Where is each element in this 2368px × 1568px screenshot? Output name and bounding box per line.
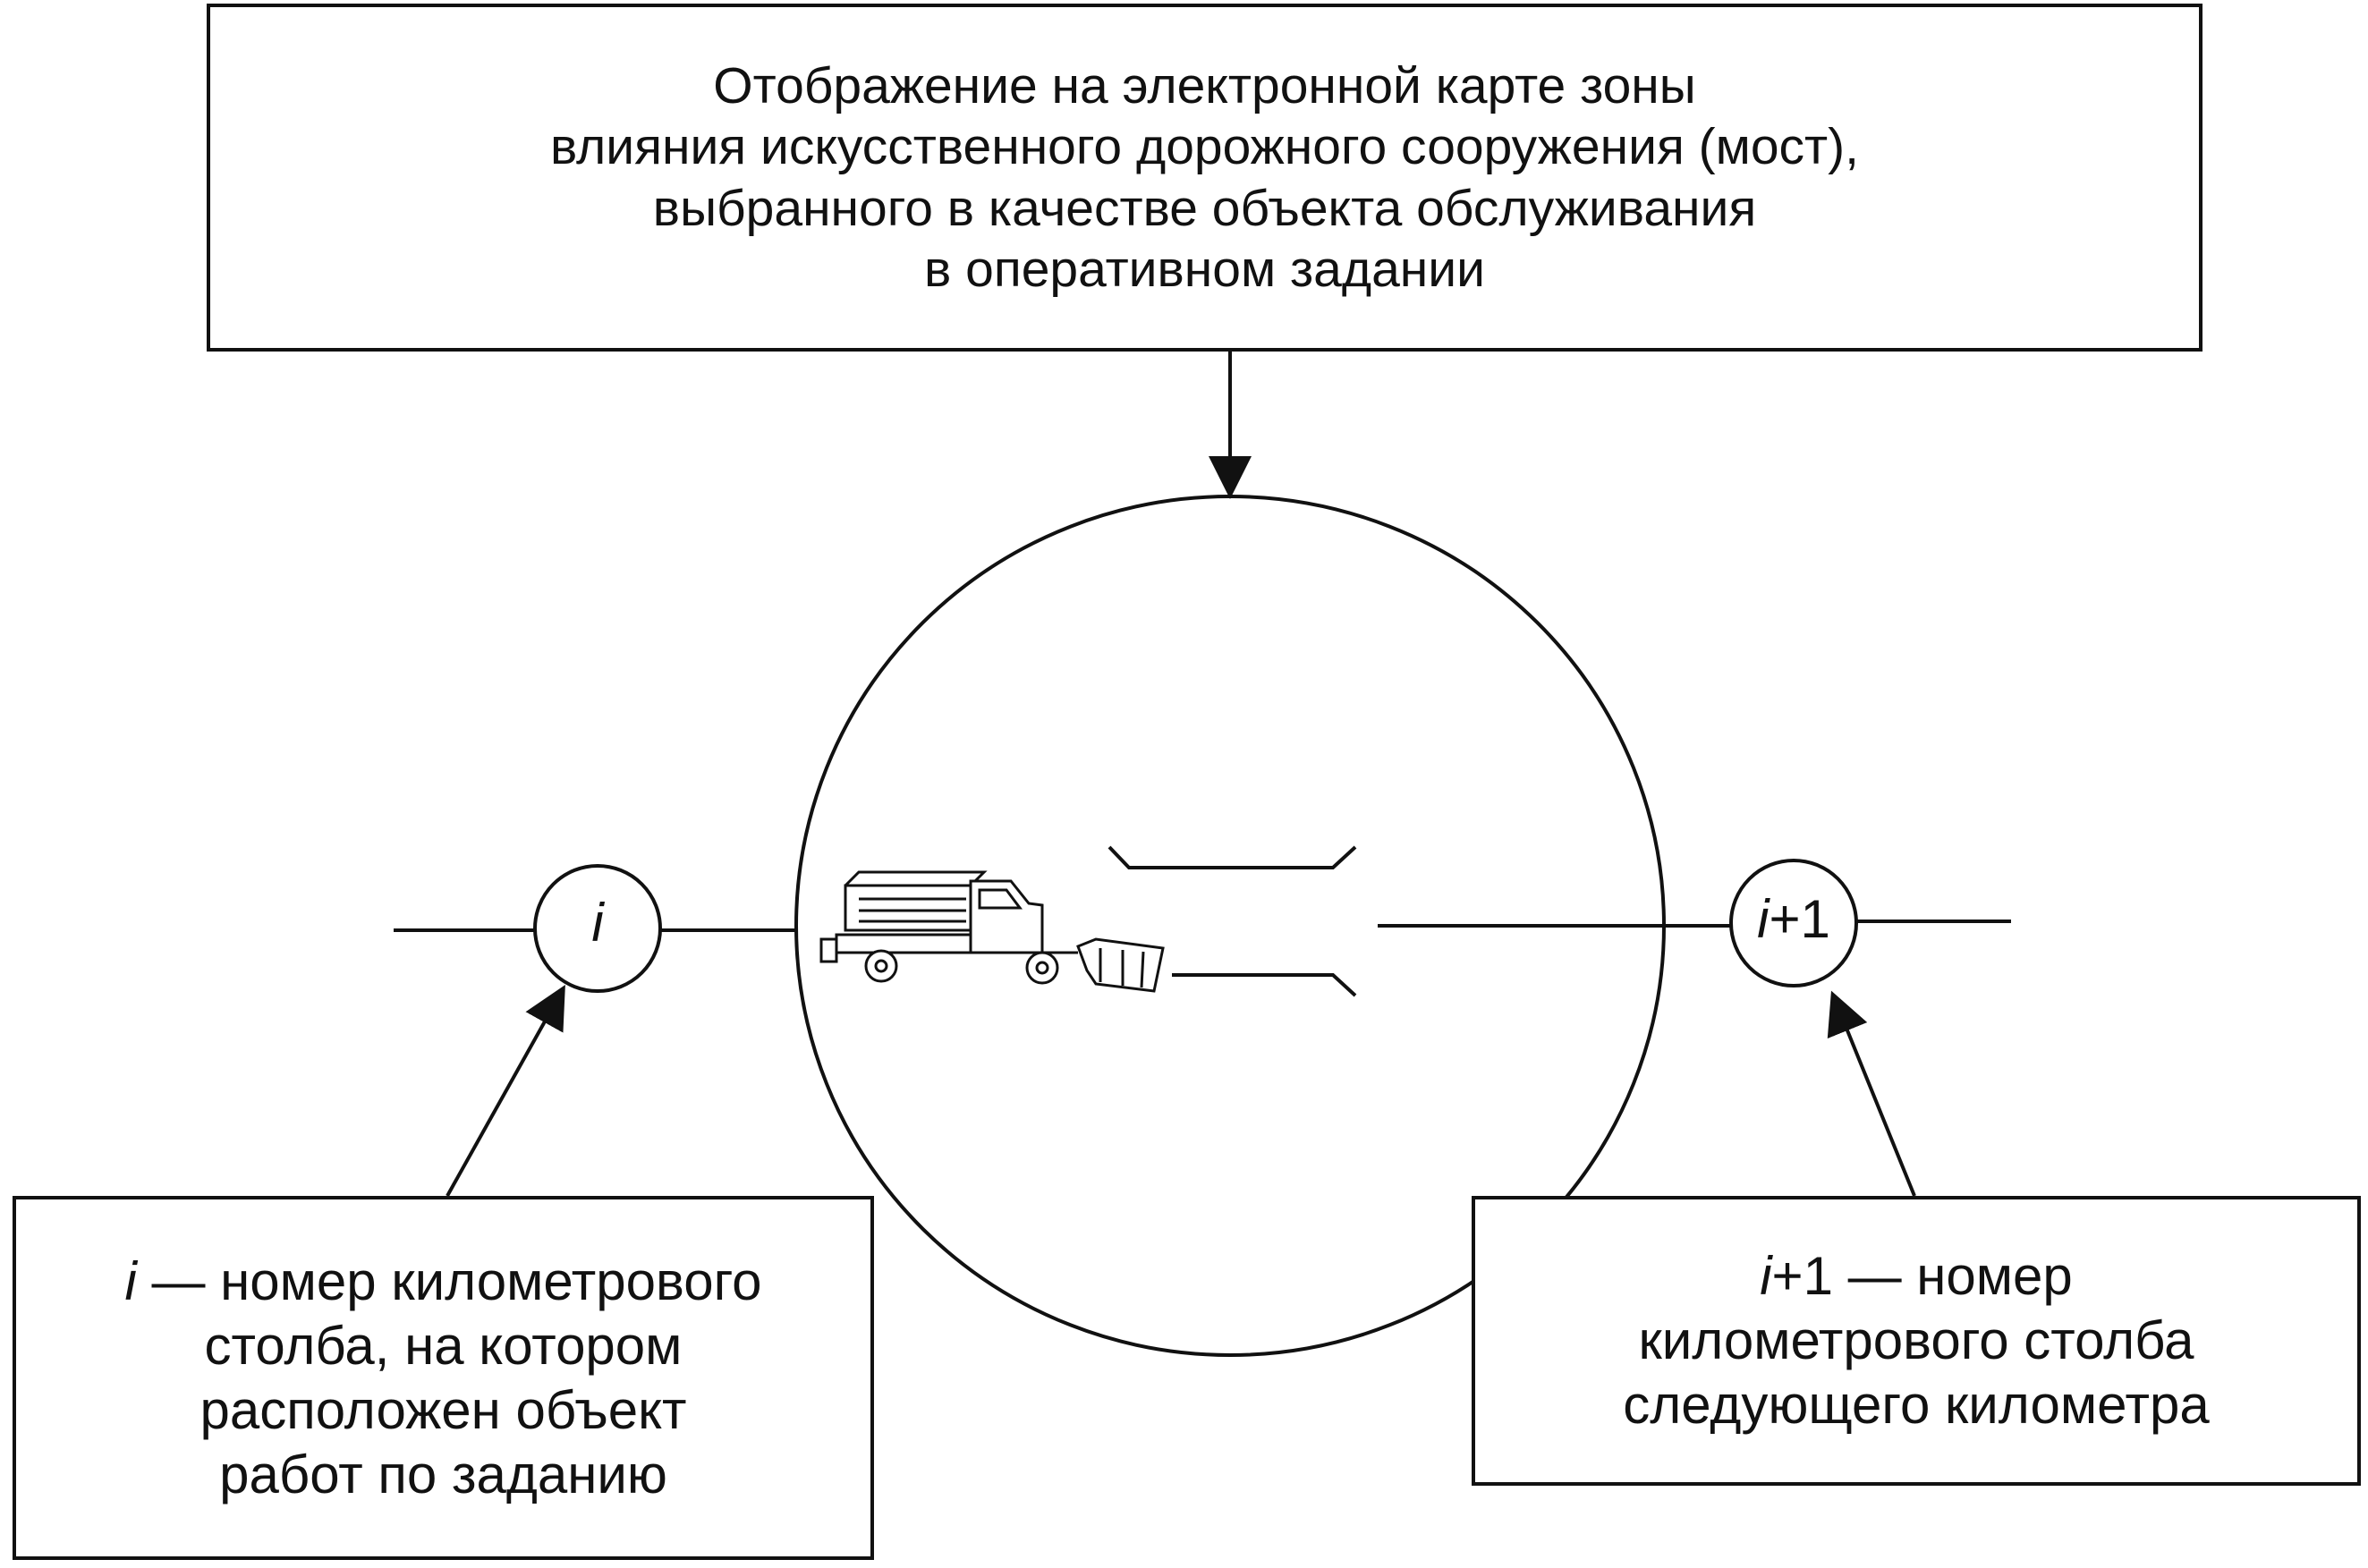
zone-description-line-4: в оперативном задании: [924, 240, 1485, 298]
zone-description-line-1: Отображение на электронной карте зоны: [713, 56, 1696, 114]
zone-description-line-3: выбранного в качестве объекта обслуживан…: [652, 179, 1757, 237]
km-post-i1-description-line-3: следующего километра: [1623, 1375, 2210, 1435]
km-post-i-var: i: [591, 893, 604, 953]
km-post-i1-description-line-1: i+1 — номер: [1760, 1244, 2073, 1309]
km-post-i1-description-line-2: километрового столба: [1638, 1310, 2194, 1370]
km-post-i1-suffix: +1: [1769, 889, 1830, 949]
km-post-i1-description-rest: +1 — номер: [1771, 1246, 2073, 1306]
snowplow-truck-icon: [819, 870, 1165, 993]
km-post-i1-label: i+1: [1757, 893, 1830, 946]
arrow-right-box-to-post-i1: [1827, 990, 1916, 1197]
bridge-icon: [1108, 845, 1357, 997]
km-post-i-description-box: i — номер километрового столба, на котор…: [13, 1196, 874, 1560]
km-post-i-description-rest: — номер километрового: [136, 1250, 762, 1311]
km-post-i-label: i: [591, 896, 603, 950]
zone-description-box: Отображение на электронной карте зоны вл…: [207, 4, 2202, 352]
km-post-i1-description-box: i+1 — номер километрового столба следующ…: [1472, 1196, 2361, 1486]
km-post-i-description-line-3: расположен объект: [199, 1379, 687, 1440]
km-post-i-description-line-2: столба, на котором: [204, 1315, 683, 1376]
km-post-i1-var: i: [1757, 889, 1770, 949]
km-post-i-circle: [533, 864, 662, 993]
km-post-i1-circle: [1729, 859, 1858, 987]
zone-description-line-2: влияния искусственного дорожного сооруже…: [550, 118, 1859, 176]
km-post-i-description-line-4: работ по заданию: [219, 1444, 667, 1504]
arrow-left-box-to-post-i: [446, 985, 565, 1197]
km-post-i-description-line-1: i — номер километрового: [124, 1250, 761, 1314]
km-post-i1-description-var: i: [1760, 1246, 1772, 1306]
km-post-i-description-var: i: [124, 1250, 137, 1311]
